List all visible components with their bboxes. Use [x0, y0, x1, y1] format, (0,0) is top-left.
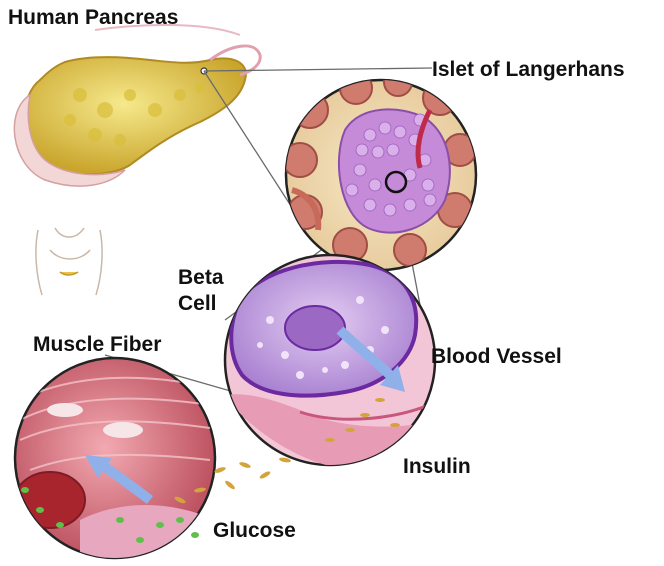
label-glucose: Glucose — [213, 519, 296, 542]
label-muscle-fiber: Muscle Fiber — [33, 333, 161, 356]
label-beta-line2: Cell — [178, 292, 217, 315]
islet-circle — [283, 68, 476, 270]
label-insulin: Insulin — [403, 455, 471, 478]
beta-cell-circle — [225, 255, 440, 470]
muscle-circle — [15, 358, 215, 566]
label-blood-vessel: Blood Vessel — [431, 345, 562, 368]
pancreas-illustration — [14, 25, 260, 186]
label-beta-line1: Beta — [178, 266, 224, 289]
label-islet-of-langerhans: Islet of Langerhans — [432, 58, 625, 81]
torso-outline-icon — [36, 228, 102, 295]
label-human-pancreas: Human Pancreas — [8, 6, 178, 29]
